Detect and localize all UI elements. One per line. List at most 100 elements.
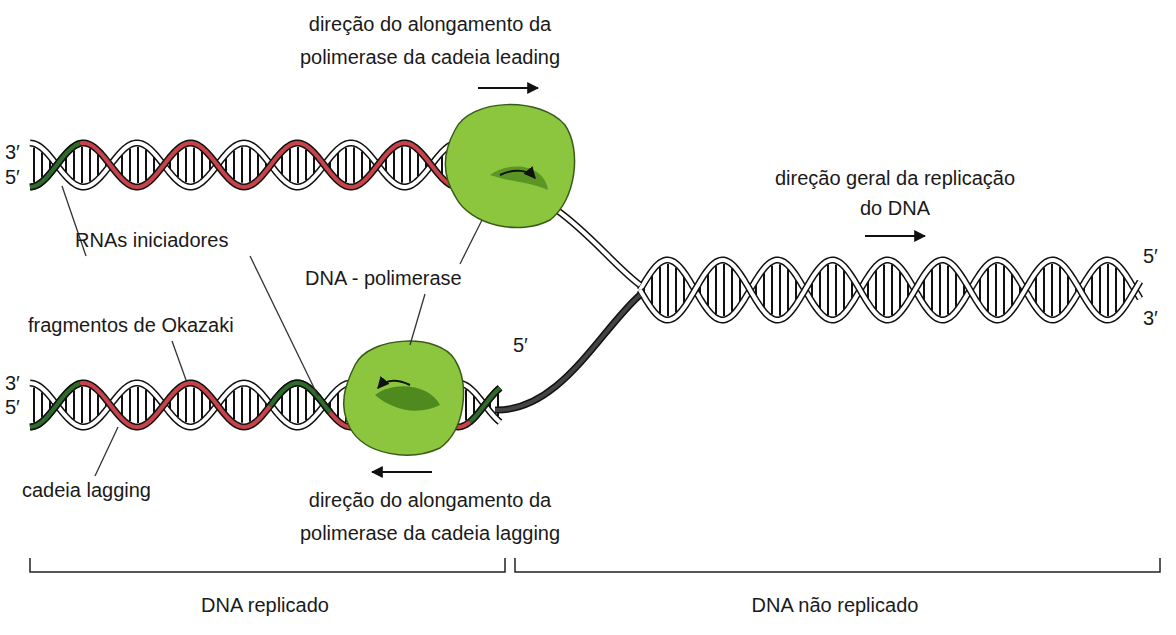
base-pair	[137, 147, 139, 183]
text-label: 5′	[5, 165, 20, 189]
base-pair	[763, 272, 765, 307]
brackets	[30, 558, 1160, 572]
base-pair	[827, 265, 829, 315]
base-pair	[145, 150, 147, 180]
base-pair	[201, 152, 203, 178]
base-pair	[473, 396, 475, 414]
base-pair	[241, 147, 243, 183]
base-pair	[193, 147, 195, 182]
dna-strand	[30, 143, 500, 187]
base-pair	[33, 388, 35, 423]
base-pair	[153, 157, 155, 173]
base-pair	[843, 270, 845, 310]
strand-outline	[270, 383, 330, 412]
base-pair	[441, 156, 443, 174]
base-pair	[1011, 274, 1013, 307]
base-pair	[723, 264, 725, 316]
base-pair	[1091, 275, 1093, 305]
base-pair	[401, 147, 403, 183]
base-pair	[731, 268, 733, 311]
base-pair	[1051, 264, 1053, 316]
base-pair	[651, 275, 653, 305]
base-pair	[313, 157, 315, 174]
base-pair	[305, 150, 307, 181]
dna-strand	[640, 260, 1140, 320]
base-pair	[939, 264, 941, 315]
base-pair	[249, 148, 251, 181]
base-pair	[257, 394, 259, 416]
text-label: RNAs iniciadores	[75, 228, 228, 252]
strand-outline	[640, 260, 1140, 320]
base-pair	[353, 147, 355, 182]
strand-outline	[640, 260, 1140, 320]
base-pair	[81, 147, 83, 183]
base-pair	[129, 149, 131, 181]
base-pair	[667, 264, 669, 316]
base-pair	[987, 268, 989, 311]
text-label: direção do alongamento da polimerase da …	[270, 484, 590, 550]
base-pair	[233, 391, 235, 420]
base-pair	[337, 393, 339, 417]
base-pair	[97, 395, 99, 416]
base-pair	[465, 389, 467, 420]
dna-strand	[30, 384, 80, 428]
base-pair	[715, 266, 717, 314]
template-strand	[495, 295, 640, 410]
dna-polymerase	[344, 341, 464, 455]
base-pair	[787, 269, 789, 311]
text-label: cadeia lagging	[22, 478, 151, 502]
text-label: DNA replicado	[201, 593, 329, 617]
base-pair	[33, 148, 35, 183]
dna-strand	[640, 260, 1140, 320]
base-pair	[899, 271, 901, 308]
base-pair	[883, 265, 885, 316]
template-strand	[495, 295, 640, 410]
text-label: 3′	[5, 371, 20, 395]
base-pair	[337, 153, 339, 177]
base-pair	[121, 395, 123, 415]
base-pair	[313, 397, 315, 414]
text-label: direção do alongamento da polimerase da …	[280, 8, 580, 74]
text-label: 5′	[513, 333, 528, 357]
base-pair	[675, 267, 677, 312]
base-pair	[177, 153, 179, 178]
base-pair	[417, 154, 419, 177]
dna-strand	[30, 144, 80, 188]
base-pair	[185, 388, 187, 422]
base-pair	[955, 272, 957, 307]
base-pair	[931, 269, 933, 311]
base-pair	[281, 156, 283, 175]
base-pair	[129, 389, 131, 421]
base-pair	[835, 265, 837, 316]
base-pair	[65, 158, 67, 173]
base-pair	[297, 387, 299, 423]
text-label: direção geral da replicação do DNA	[765, 163, 1025, 223]
base-pair	[73, 390, 75, 419]
text-label: 3′	[1143, 306, 1158, 330]
base-pair	[201, 392, 203, 418]
strand-outline	[30, 143, 500, 187]
text-label: 5′	[5, 395, 20, 419]
base-pair	[409, 148, 411, 182]
base-pair	[41, 152, 43, 178]
base-pair	[819, 271, 821, 308]
dna-strand	[270, 383, 330, 412]
base-pair	[1115, 267, 1117, 312]
base-pair	[193, 387, 195, 422]
text-label: DNA não replicado	[752, 593, 919, 617]
base-pair	[89, 389, 91, 422]
base-pair	[1043, 267, 1045, 312]
base-pair	[73, 150, 75, 179]
dna-helices	[30, 143, 1140, 427]
text-label: 5′	[1143, 244, 1158, 268]
dna-polymerase	[445, 105, 574, 228]
strand-outline	[30, 144, 80, 188]
base-pair	[241, 387, 243, 423]
base-pair	[65, 398, 67, 413]
base-pair	[177, 393, 179, 418]
base-pair	[185, 148, 187, 182]
strand-outline	[30, 143, 500, 187]
base-pair	[947, 265, 949, 314]
base-pair	[361, 151, 363, 178]
